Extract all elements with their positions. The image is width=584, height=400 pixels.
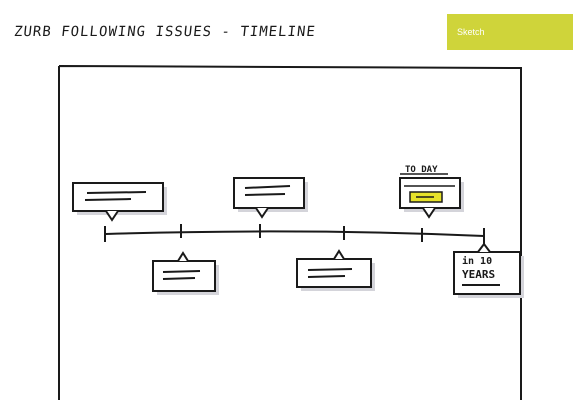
sketch-badge: Sketch — [447, 14, 573, 50]
callout-today: TO DAY — [399, 165, 464, 219]
future-label-line2: YEARS — [462, 268, 495, 281]
timeline-ticks — [104, 224, 485, 246]
callout-event-4 — [296, 249, 375, 291]
callout-event-2 — [233, 177, 308, 219]
page-title: ZURB FOLLOWING ISSUES - TIMELINE — [13, 24, 317, 40]
sketch-badge-label: Sketch — [457, 27, 485, 37]
timeline-axis — [105, 230, 485, 237]
callout-event-3 — [152, 251, 219, 295]
callout-event-1 — [72, 182, 167, 222]
callout-future: in 10 YEARS — [453, 242, 524, 298]
future-label-line1: in 10 — [462, 255, 492, 267]
today-label: TO DAY — [405, 165, 438, 175]
today-highlight-marker — [409, 191, 443, 203]
sketch-frame — [58, 65, 522, 400]
